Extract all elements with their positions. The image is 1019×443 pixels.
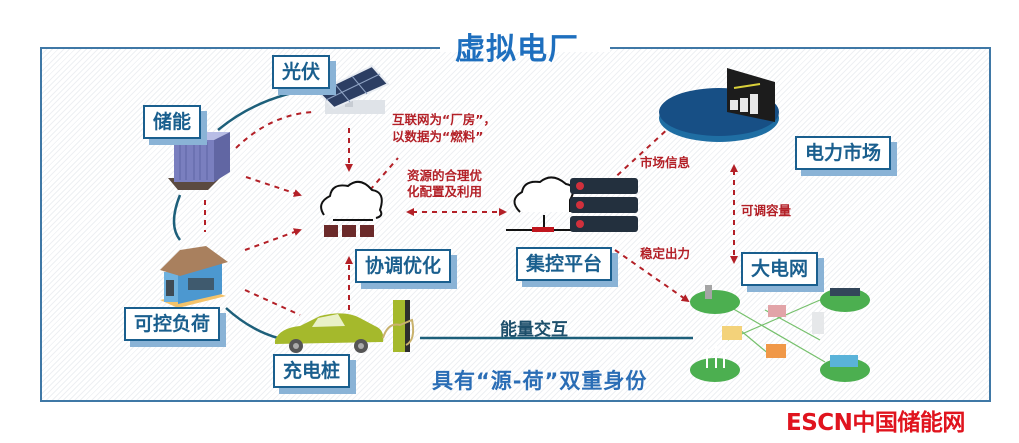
charging-station-icon: [382, 300, 415, 352]
link-load-car: [225, 307, 279, 340]
diagram-title: 虚拟电厂: [455, 32, 579, 67]
note-internet-line1: 互联网为“厂房”，: [392, 112, 496, 127]
solar-panel-icon: [316, 64, 390, 114]
label-controllable-load: 可控负荷: [124, 307, 221, 341]
arrow-storage-to-cloud: [245, 176, 302, 197]
arrow-platform-grid: [614, 249, 690, 303]
label-solar: 光伏: [272, 55, 331, 89]
note-internet-line2: 以数据为“燃料”: [392, 129, 484, 144]
cloud-server-icon: [320, 180, 383, 237]
label-storage: 储能: [143, 105, 202, 139]
energy-interaction-label: 能量交互: [500, 320, 568, 340]
power-market-icon: [659, 68, 779, 142]
note-adjustable-capacity: 可调容量: [741, 203, 792, 218]
label-charging-pile: 充电桩: [273, 354, 351, 388]
arrow-load-to-car: [244, 289, 301, 316]
title-gap: [440, 44, 610, 52]
label-control-platform: 集控平台: [516, 247, 613, 281]
dual-identity-caption: 具有“源-荷”双重身份: [432, 369, 648, 393]
power-grid-icon: [690, 285, 870, 382]
arrow-load-to-cloud: [244, 228, 302, 251]
house-icon: [160, 246, 228, 308]
link-storage-solar: [217, 86, 321, 131]
label-grid: 大电网: [741, 252, 819, 286]
note-resource-line1: 资源的合理优: [407, 168, 483, 183]
battery-storage-icon: [168, 132, 230, 190]
arrow-storage-arc: [235, 111, 313, 149]
label-coordination: 协调优化: [355, 249, 452, 283]
note-market-info: 市场信息: [640, 155, 691, 170]
note-resource-line2: 化配置及利用: [407, 184, 483, 199]
link-storage-load: [172, 194, 182, 241]
arrow-cloud-to-text: [369, 157, 399, 191]
brand-watermark: ESCN中国储能网: [786, 410, 965, 436]
label-power-market: 电力市场: [795, 136, 892, 170]
note-stable-output: 稳定出力: [640, 246, 691, 261]
electric-car-icon: [275, 313, 384, 353]
server-rack-icon: [506, 176, 638, 232]
